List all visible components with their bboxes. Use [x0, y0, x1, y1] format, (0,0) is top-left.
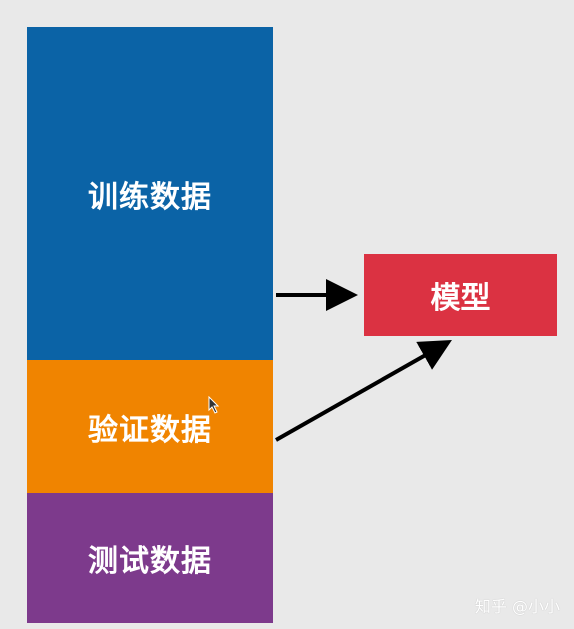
model-box: 模型 — [364, 254, 557, 336]
model-label: 模型 — [430, 281, 491, 316]
training-data-label: 训练数据 — [88, 179, 212, 215]
training-data-block: 训练数据 — [27, 27, 273, 360]
watermark: 知乎 @小小 — [474, 597, 560, 616]
test-data-block: 测试数据 — [27, 493, 273, 623]
validation-to-model-arrow — [275, 340, 452, 442]
validation-data-block: 验证数据 — [27, 360, 273, 493]
mouse-cursor-icon — [208, 396, 220, 414]
test-data-label: 测试数据 — [88, 544, 212, 579]
validation-data-label: 验证数据 — [88, 412, 212, 448]
